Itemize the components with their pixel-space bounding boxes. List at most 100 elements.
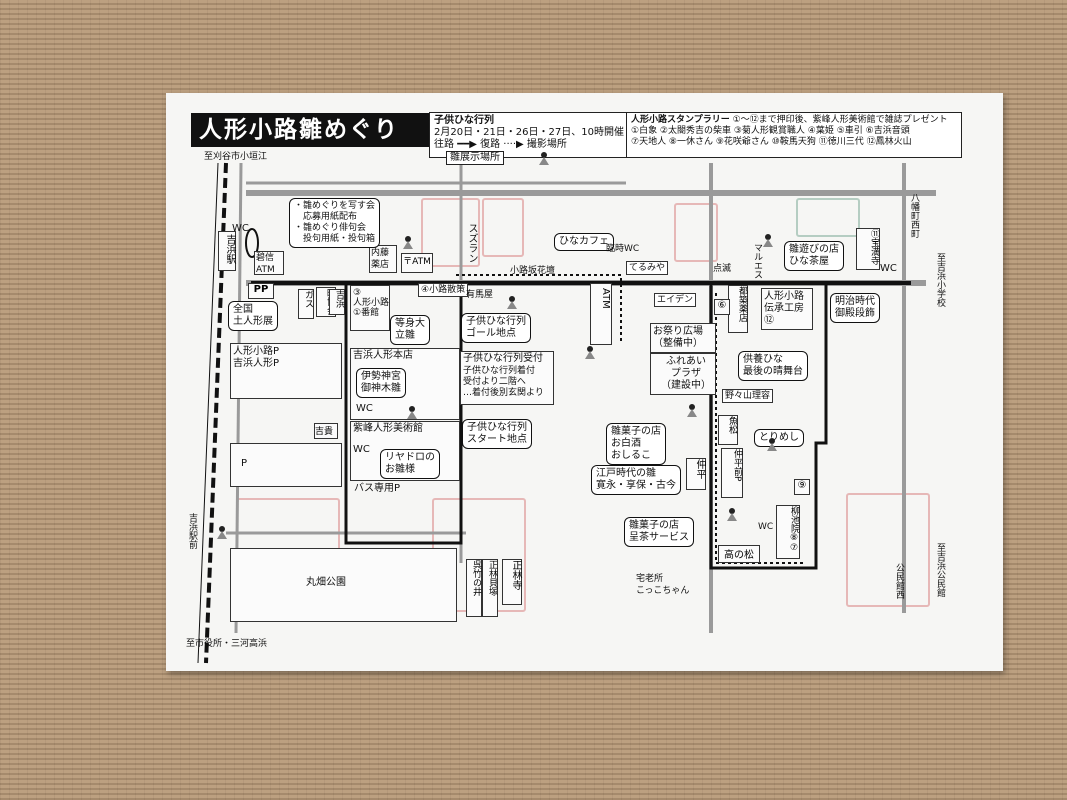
parade-route (344, 283, 463, 545)
return-route (715, 293, 806, 564)
stamp-rally-box: 人形小路スタンプラリー ①～⑫まで押印後、紫峰人形美術館で雑誌プレゼント ①白象… (626, 112, 962, 158)
map-roads (197, 162, 936, 664)
hachiman-label: 八幡町西町 (909, 193, 919, 238)
zenkoku-callout: 全国 土人形展 (228, 301, 278, 331)
kuyou-callout: 供養ひな 最後の晴舞台 (738, 351, 808, 381)
legend-return: 復路 (480, 139, 501, 150)
uomatsu-building: 魚松 (718, 415, 738, 445)
kashi-tea-callout: 雛菓子の店 呈茶サービス (624, 517, 694, 547)
naito-pharmacy: 内藤 薬店 (369, 245, 397, 273)
terumiya-label: てるみや (626, 261, 669, 275)
left-p-label: P (241, 458, 248, 469)
goshin-well: 呉竹の井 (466, 559, 482, 617)
ningyo-parking: 人形小路P 吉浜人形P (230, 343, 342, 399)
ningyo-p-label: 人形小路P 吉浜人形P (233, 346, 280, 369)
stamp-nine: ⑨ (794, 479, 810, 495)
kouji-kobo: 人形小路 伝承工房 ⑫ (761, 288, 813, 330)
hina-doll-icon (585, 346, 595, 359)
edo-callout: 江戸時代の雛 寛永・享保・古今 (591, 465, 681, 495)
return-arrow-icon: ····▶ (503, 139, 527, 150)
railway-rail (197, 162, 219, 664)
hina-doll-icon (403, 236, 413, 249)
fureai-label: ふれあい プラザ （建設中） (661, 356, 711, 391)
tenka-label: 点滅 (713, 264, 732, 274)
bus-p-label: バス専用P (354, 483, 401, 494)
ningyo-kan-label: ③ 人形小路 ①番館 (353, 288, 390, 318)
station-marker (245, 228, 259, 258)
nonoyama-label: 野々山理容 (722, 389, 774, 403)
hinaasobi-callout: 雛遊びの店 ひな茶屋 (784, 241, 844, 271)
hina-doll-icon (767, 438, 777, 451)
koumin-label: 公民館西 (894, 563, 904, 599)
photo-contest-callout: ・雛めぐりを写す会 応募用紙配布・雛めぐり俳句会 投句用紙・投句箱 (289, 198, 381, 248)
hekishin-atm: 碧信ATM (254, 251, 284, 275)
nakahira-building: 仲平 (686, 458, 706, 490)
wc-shiho-label: WC (353, 444, 370, 455)
takanomatsu-building: 高の松 (718, 545, 760, 563)
stamp-rally-header-row: 人形小路スタンプラリー ①～⑫まで押印後、紫峰人形美術館で雑誌プレゼント (631, 115, 957, 126)
matsuri-label: お祭り広場 （整備中） (653, 326, 703, 349)
wc-east-label: WC (880, 263, 897, 274)
hekishin-atm-label: 碧信ATM (256, 253, 275, 275)
hina-doll-icon (407, 406, 417, 419)
outbound-arrow-icon: ━━▶ (457, 139, 481, 150)
hina-doll-icon (217, 526, 227, 539)
atm-building: ATM (590, 283, 612, 345)
stamp-rally-note: ①～⑫まで押印後、紫峰人形美術館で雑誌プレゼント (732, 115, 948, 125)
pp-parking: PP (248, 283, 274, 299)
meiji-callout: 明治時代 御殿段飾 (830, 293, 880, 323)
display-hall-label: 雛展示場所 (446, 151, 504, 165)
eiden-label: エイデン (654, 293, 697, 307)
ryuchi-temple: 柳池院⑧⑦ (776, 505, 800, 559)
arima-label: 有馬屋 (466, 290, 494, 300)
parade-dates: 2月20日・21日・26日・27日、10時開催 (434, 127, 624, 138)
stamp-decoration (482, 198, 524, 257)
wc-center-label: WC (356, 403, 373, 414)
parade-legend-row: 往路 ━━▶ 復路 ····▶ 撮影場所 (434, 139, 624, 151)
to-kariya-label: 至刈谷市小垣江 (204, 152, 268, 162)
parade-route (709, 283, 828, 570)
hina-cafe-callout: ひなカフェ (554, 233, 614, 251)
riyadoro-callout: リヤドロの お雛様 (380, 449, 440, 479)
hina-doll-icon (763, 234, 773, 247)
start-callout: 子供ひな行列 スタート地点 (462, 419, 532, 449)
stamp-rally-line1: ①白象 ②太閤秀吉の柴車 ③菊人形観賞職人 ④葉姫 ⑤車引 ⑥吉浜音頭 (631, 126, 910, 136)
yoshiki-building: 吉貴 (314, 423, 338, 439)
shiho-label: 紫峰人形美術館 (353, 423, 423, 434)
gasu-building: ガス (298, 289, 314, 319)
tsuru-pharmacy: 都築薬店 (728, 285, 748, 333)
maruesu-label: マルエス (752, 243, 762, 279)
stamp-decoration (421, 198, 480, 267)
to-shiyakusho-label: 至市役所・三河高浜 (186, 639, 268, 649)
toushin-callout: 等身大 立雛 (390, 315, 430, 345)
torimeshi-callout: とりめし (754, 429, 804, 447)
post-atm: 〒ATM (401, 253, 433, 273)
left-parking: P (230, 443, 342, 487)
return-route (456, 274, 622, 343)
nakahira-mae-parking: 仲平前P (721, 448, 743, 498)
shorin-shellmound: 正林貝塚 (482, 559, 498, 617)
legend-outbound: 往路 (434, 139, 454, 150)
touroku-label: ④小路散策 (418, 283, 469, 297)
naito-label: 内藤 薬店 (371, 248, 390, 270)
temp-wc-label: 臨時WC (606, 244, 640, 254)
stamp-rally-heading: 人形小路スタンプラリー (631, 115, 730, 125)
legend-photo: 撮影場所 (526, 139, 567, 150)
marubatake-label: 丸畑公園 (306, 577, 346, 588)
map-title: 人形小路雛めぐり (191, 113, 439, 147)
hina-doll-icon (727, 508, 737, 521)
parade-reception-note: 子供ひな行列着付 受付より二階へ …着付後別玄関より (463, 366, 544, 398)
kashi-shop-callout: 雛菓子の店 お白酒 おしるこ (606, 423, 666, 465)
ningyo-kan-1: ③ 人形小路 ①番館 (350, 285, 390, 331)
to-elementary-label: 至吉浜小学校 (935, 253, 945, 307)
rouka-label: 宅老所 こっこちゃん (636, 574, 690, 596)
parade-reception-label: 子供ひな行列受付 (463, 353, 543, 364)
yoshihama-kyou-building: 吉浜 (329, 289, 345, 315)
takara-temple: ⑪宝満寺 (856, 228, 880, 270)
stamp-decoration (674, 203, 718, 262)
wc-ryuchi-label: WC (758, 522, 774, 532)
flyer-paper: 人形小路雛めぐり 子供ひな行列 2月20日・21日・26日・27日、10時開催 … (166, 93, 1003, 671)
marubatake-park: 丸畑公園 (230, 548, 457, 622)
fureai-plaza: ふれあい プラザ （建設中） (650, 353, 716, 395)
wc-label: WC (232, 223, 249, 234)
